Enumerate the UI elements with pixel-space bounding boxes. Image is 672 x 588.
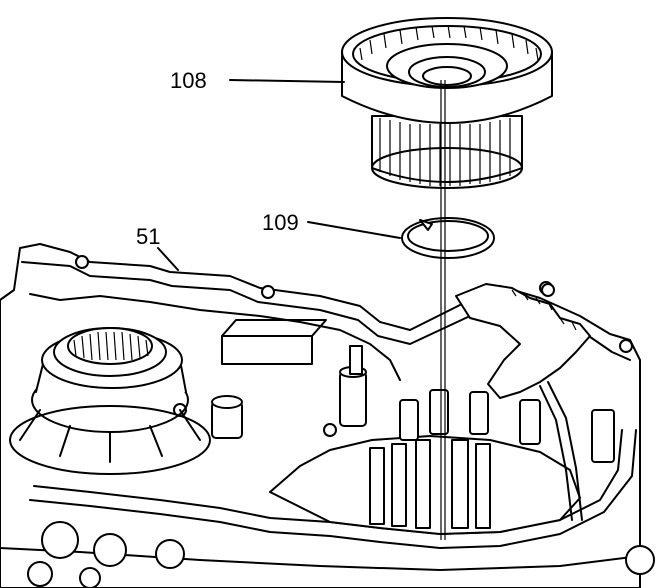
cavity-pins xyxy=(369,439,491,529)
part-109-snap-ring xyxy=(401,217,495,259)
callout-51: 51 xyxy=(136,224,160,249)
callout-108: 108 xyxy=(170,68,207,93)
manual-detent-lever xyxy=(455,283,591,521)
leader-lines xyxy=(157,79,401,271)
bearing-hub xyxy=(9,327,211,475)
valve-body-details xyxy=(173,319,615,463)
part-108-drum xyxy=(341,17,553,189)
lower-casting xyxy=(27,521,655,588)
callout-109: 109 xyxy=(262,210,299,235)
assembly-centerline xyxy=(440,80,446,540)
